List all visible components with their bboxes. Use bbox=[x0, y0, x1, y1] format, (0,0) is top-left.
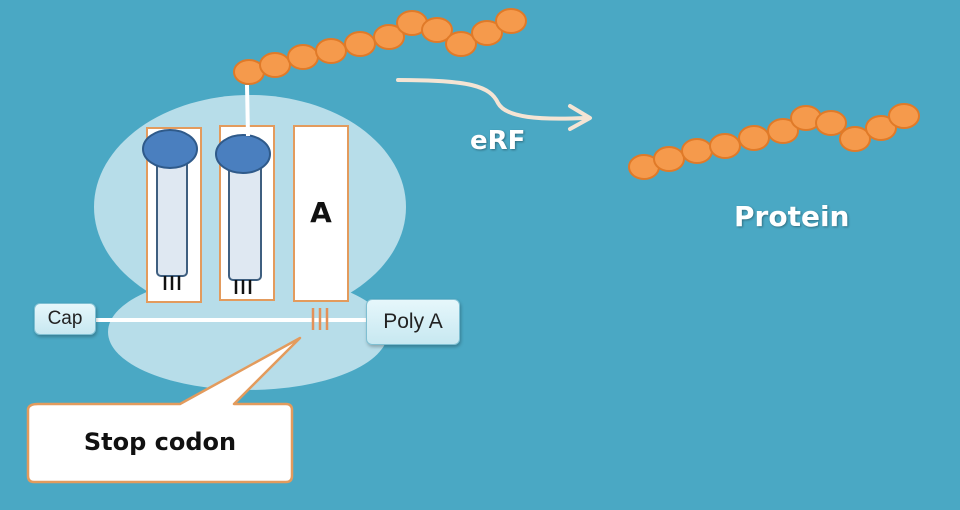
release-arrow bbox=[396, 78, 587, 121]
amino-acid bbox=[287, 44, 319, 70]
amino-acid bbox=[259, 52, 291, 78]
amino-acid bbox=[653, 146, 685, 172]
stop-codon-marks bbox=[311, 308, 329, 330]
amino-acid bbox=[815, 110, 847, 136]
a-site-label: A bbox=[310, 196, 332, 229]
growing-polypeptide-chain bbox=[233, 8, 527, 85]
amino-acid bbox=[709, 133, 741, 159]
chain-link bbox=[245, 84, 250, 137]
amino-acid bbox=[738, 125, 770, 151]
ribosome-site-e bbox=[142, 127, 202, 303]
amino-acid bbox=[344, 31, 376, 57]
amino-acid bbox=[315, 38, 347, 64]
amino-acid bbox=[421, 17, 453, 43]
amino-acid bbox=[839, 126, 871, 152]
amino-acid bbox=[681, 138, 713, 164]
poly-a-label: Poly A bbox=[366, 299, 460, 345]
stop-codon-callout bbox=[26, 336, 302, 484]
release-arrow-head bbox=[568, 104, 592, 131]
ribosome-site-a bbox=[293, 125, 349, 302]
trna-head bbox=[215, 134, 271, 174]
released-protein-chain bbox=[628, 103, 920, 180]
trna-head bbox=[142, 129, 198, 169]
cap-label: Cap bbox=[34, 303, 96, 335]
amino-acid bbox=[445, 31, 477, 57]
erf-label: eRF bbox=[470, 126, 526, 156]
amino-acid bbox=[495, 8, 527, 34]
anticodon-marks bbox=[234, 280, 252, 294]
ribosome-site-p bbox=[215, 125, 275, 301]
anticodon-marks bbox=[163, 276, 181, 290]
amino-acid bbox=[888, 103, 920, 129]
amino-acid bbox=[373, 24, 405, 50]
amino-acid bbox=[767, 118, 799, 144]
amino-acid bbox=[865, 115, 897, 141]
amino-acid bbox=[471, 20, 503, 46]
protein-label: Protein bbox=[734, 200, 850, 233]
stop-codon-callout-text: Stop codon bbox=[83, 428, 237, 456]
